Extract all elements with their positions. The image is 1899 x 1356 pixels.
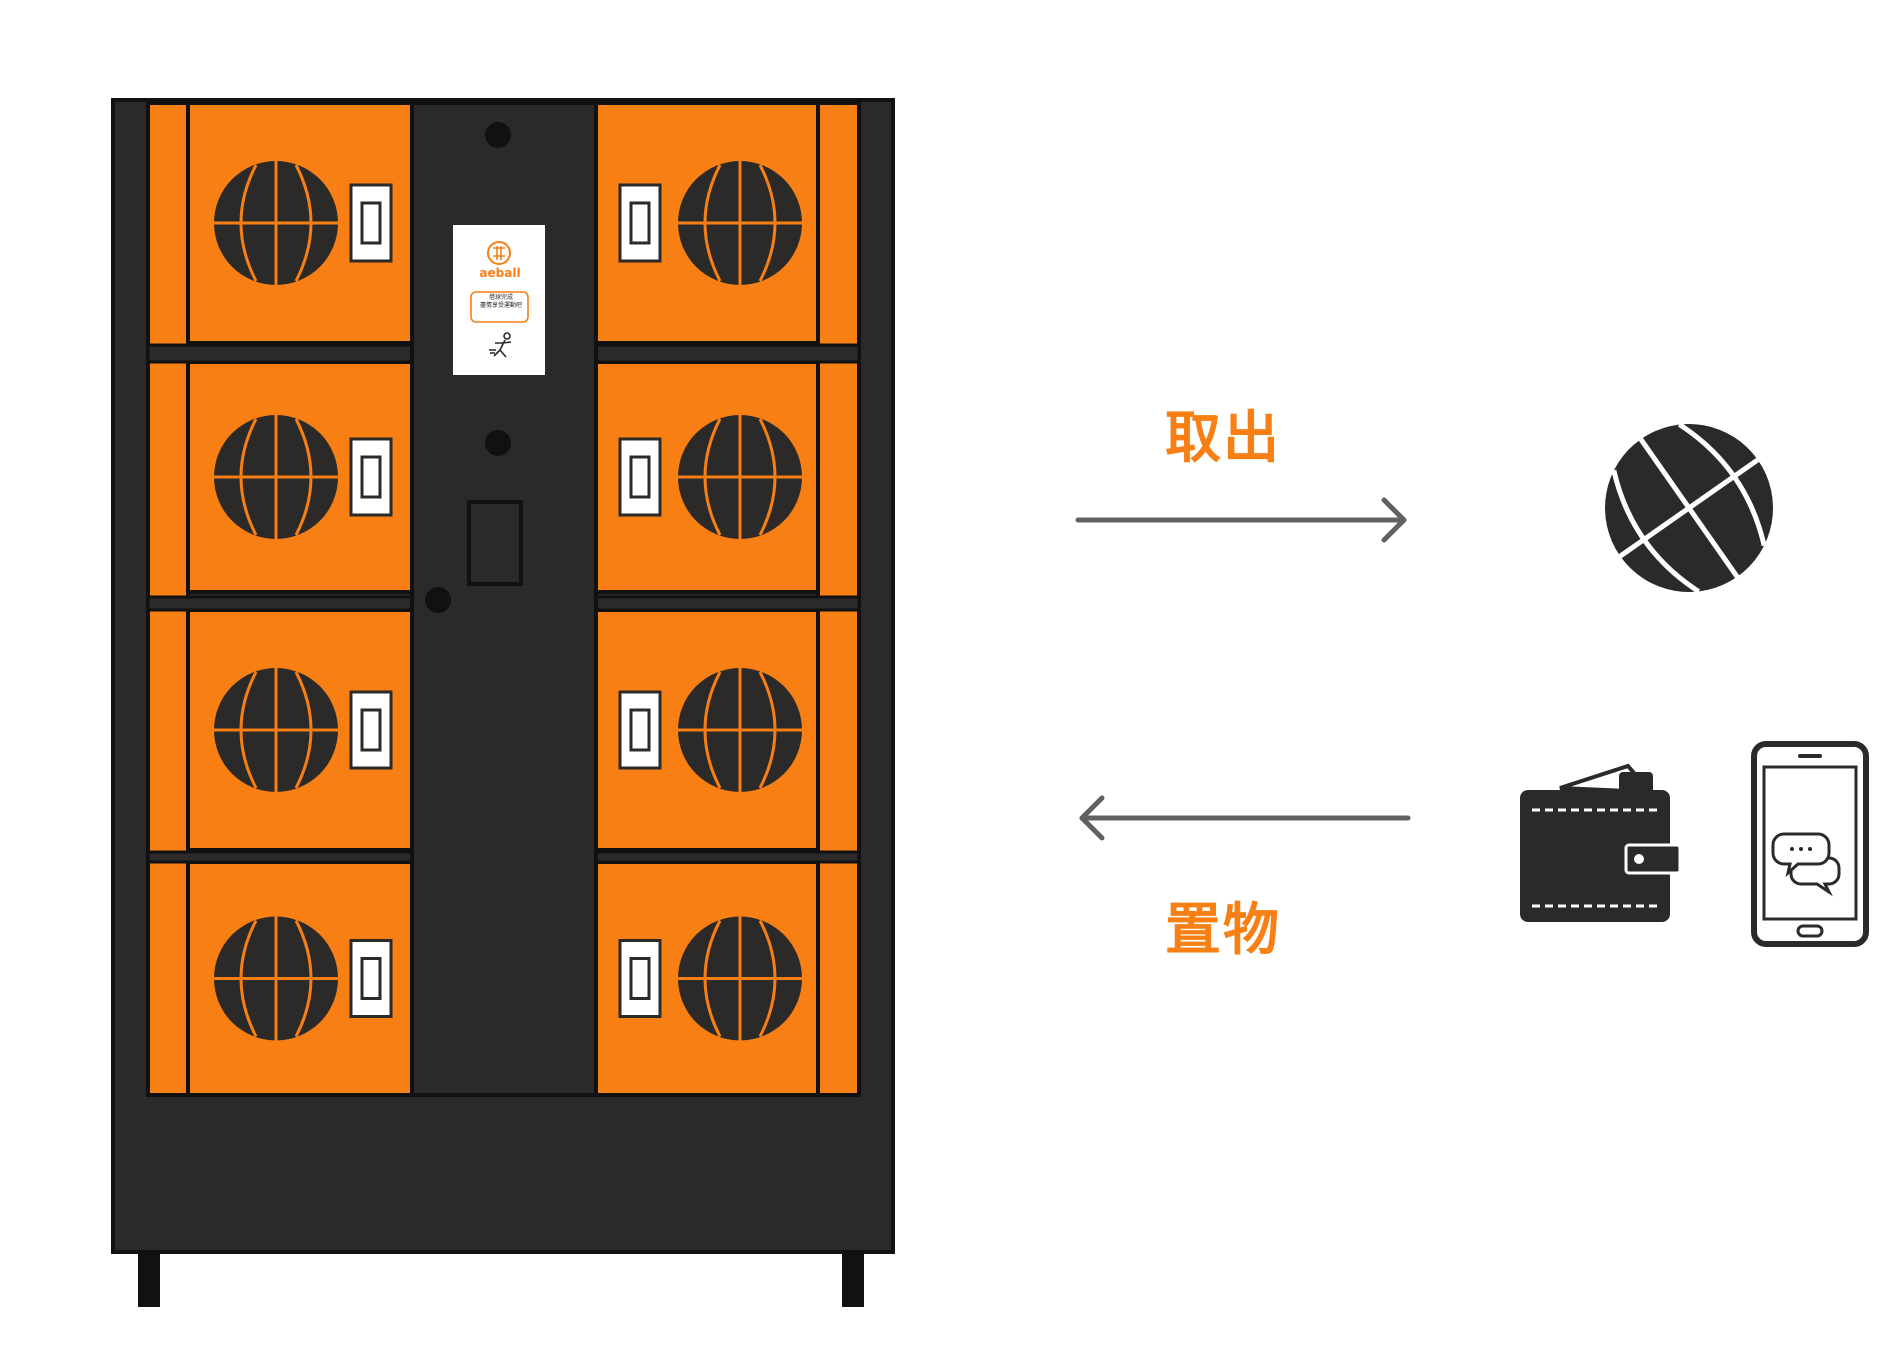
store-arrow <box>1079 795 1411 841</box>
basketball-icon <box>676 915 804 1042</box>
aeball-logo-icon <box>487 241 511 265</box>
locker-compartment-right-4[interactable] <box>594 860 820 1097</box>
locker-compartment-left-2[interactable] <box>186 360 414 594</box>
take-out-arrow <box>1075 497 1407 543</box>
locker-compartment-left-1[interactable] <box>186 101 414 345</box>
screen-message-line2: 盡情享受運動吧 <box>479 302 522 309</box>
take-out-label: 取出 <box>1165 406 1281 471</box>
locker-compartment-left-3[interactable] <box>186 608 414 852</box>
door-latch[interactable] <box>618 437 662 517</box>
screen-message-box <box>470 291 529 323</box>
basketball-icon <box>212 159 340 287</box>
running-player-icon <box>489 332 512 358</box>
camera-dot-middle <box>485 430 511 456</box>
locker-leg-left <box>138 1252 160 1307</box>
door-latch[interactable] <box>618 690 662 770</box>
screen-message-line1: 借球完成 <box>488 294 513 301</box>
basketball-icon <box>212 413 340 541</box>
chat-bubbles-icon <box>1771 832 1841 897</box>
basketball-icon <box>676 666 804 794</box>
store-label: 置物 <box>1165 898 1281 963</box>
basketball-icon <box>676 413 804 541</box>
smartphone-icon <box>1751 741 1869 947</box>
locker-leg-right <box>842 1252 864 1307</box>
locker-compartment-left-4[interactable] <box>186 860 414 1097</box>
screen-brand-name: aeball <box>479 266 521 280</box>
door-latch[interactable] <box>349 690 393 770</box>
door-latch[interactable] <box>618 939 662 1018</box>
door-latch[interactable] <box>349 183 393 263</box>
wallet-icon <box>1520 763 1682 922</box>
card-reader[interactable] <box>467 500 523 586</box>
door-latch[interactable] <box>349 437 393 517</box>
basketball-icon <box>212 915 340 1042</box>
camera-dot-top <box>485 122 511 148</box>
basketball-icon <box>1605 422 1773 594</box>
basketball-icon <box>212 666 340 794</box>
basketball-icon <box>676 159 804 287</box>
door-latch[interactable] <box>618 183 662 263</box>
locker-compartments <box>146 101 861 1097</box>
locker-compartment-right-2[interactable] <box>594 360 820 594</box>
door-knob-dot <box>425 587 451 613</box>
door-latch[interactable] <box>349 939 393 1018</box>
screen-message: 借球完成 盡情享受運動吧 <box>473 294 529 310</box>
locker-compartment-right-3[interactable] <box>594 608 820 852</box>
locker-compartment-right-1[interactable] <box>594 101 820 345</box>
